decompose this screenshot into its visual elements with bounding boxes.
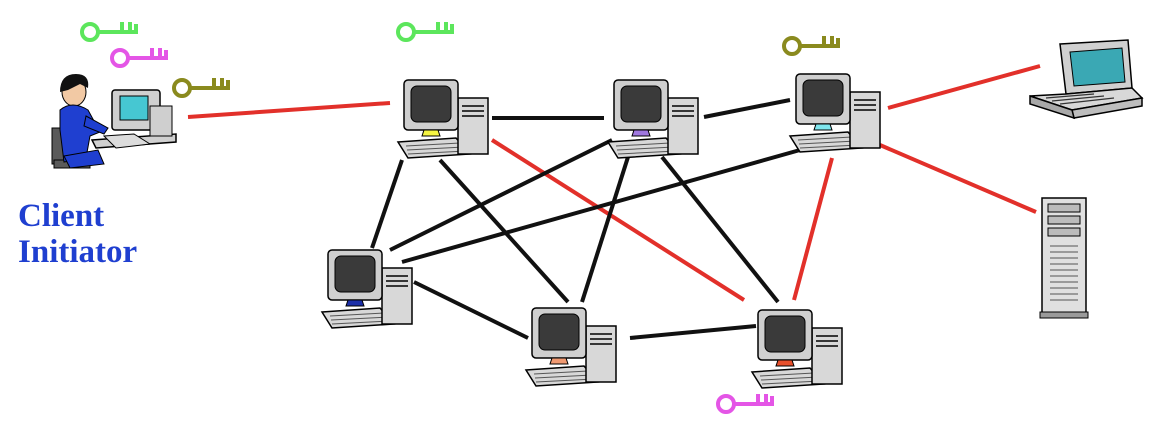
key-magenta-icon xyxy=(716,394,774,414)
link-n3-laptop xyxy=(887,64,1041,110)
client-initiator-label: Client Initiator xyxy=(18,198,137,270)
monitor-stand xyxy=(775,359,795,367)
link-n4-n5 xyxy=(413,280,529,340)
link-n5-n6 xyxy=(629,324,757,340)
link-n1-n5 xyxy=(438,158,570,304)
monitor-stand xyxy=(813,123,833,131)
link-client-n1 xyxy=(187,101,391,119)
server-tower-icon xyxy=(1039,197,1089,319)
link-n2-n3 xyxy=(703,98,791,119)
node-n1 xyxy=(397,79,489,159)
key-olive-icon xyxy=(172,78,230,98)
key-green-icon xyxy=(80,22,138,42)
client-initiator-icon xyxy=(51,74,177,169)
key-green-icon xyxy=(396,22,454,42)
link-n2-n6 xyxy=(660,155,780,304)
link-n2-n4 xyxy=(389,138,613,252)
link-n3-n6 xyxy=(792,157,834,301)
link-n2-n5 xyxy=(580,156,630,303)
link-n3-n4 xyxy=(401,148,801,264)
key-magenta-icon xyxy=(110,48,168,68)
node-n4 xyxy=(321,249,413,329)
laptop-icon xyxy=(1029,39,1144,120)
node-n3 xyxy=(789,73,881,153)
link-n1-n6 xyxy=(490,138,746,302)
key-olive-icon xyxy=(782,36,840,56)
link-n3-server xyxy=(879,143,1037,214)
client-label-line2: Initiator xyxy=(18,234,138,270)
monitor-stand xyxy=(631,129,651,137)
monitor-stand xyxy=(549,357,569,365)
monitor-stand xyxy=(421,129,441,137)
node-n5 xyxy=(525,307,617,387)
client-label-line1: Client xyxy=(18,198,105,234)
links xyxy=(187,64,1041,340)
monitor-stand xyxy=(345,299,365,307)
link-n1-n4 xyxy=(370,159,404,249)
node-n6 xyxy=(751,309,843,389)
node-n2 xyxy=(607,79,699,159)
